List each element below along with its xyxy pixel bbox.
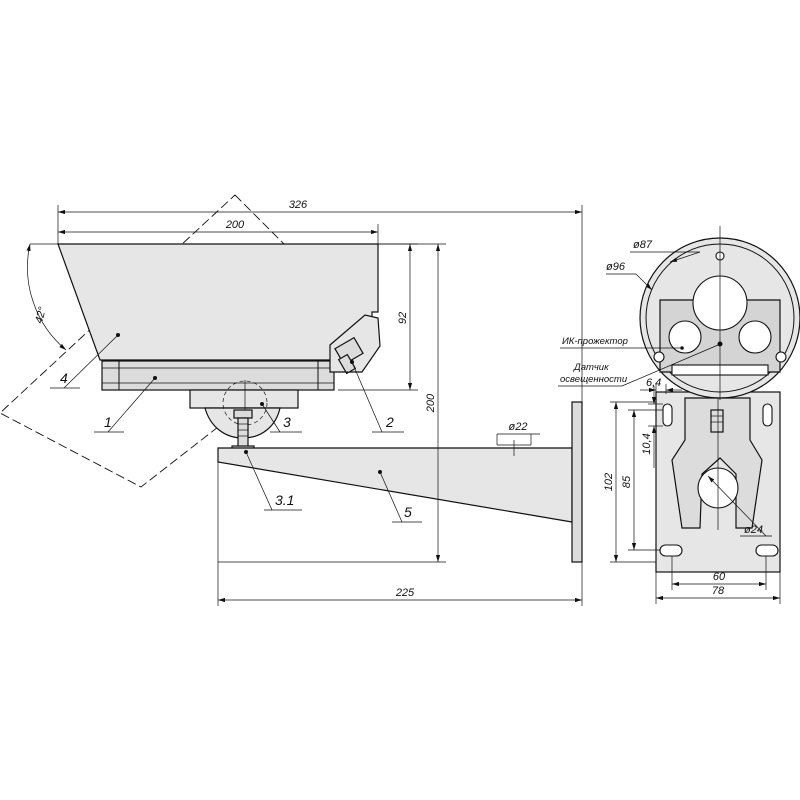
dim-label-102: 102: [603, 473, 615, 491]
dim-label-60: 60: [713, 571, 726, 583]
dim-label-78: 78: [712, 585, 725, 597]
cable-gland: [329, 314, 381, 375]
callout-2: 2: [350, 360, 404, 433]
dim-label-10-4: 10,4: [641, 433, 653, 454]
dim-label-200-total: 200: [425, 393, 437, 413]
dim-label-85: 85: [621, 475, 633, 488]
callout-label-3: 3: [283, 414, 291, 430]
sun-shield: [57, 243, 379, 361]
dim-label-24: ø24: [744, 524, 763, 536]
dim-hole-spacing-vertical: 85: [621, 409, 663, 551]
dim-label-96: ø96: [606, 261, 626, 273]
dim-label-6-4: 6,4: [646, 377, 661, 389]
callout-1: 1: [94, 376, 157, 433]
callout-label-1: 1: [104, 414, 112, 430]
callout-5: 5: [378, 470, 422, 523]
wall-bracket: [217, 401, 583, 563]
dim-label-200-housing: 200: [225, 219, 245, 231]
callout-3-1: 3.1: [244, 450, 302, 511]
callout-label-4: 4: [60, 370, 68, 386]
light-sensor-text-1: Датчик: [573, 362, 609, 373]
dim-housing-length: 200: [58, 219, 379, 244]
dim-bracket-length: 225: [217, 462, 583, 606]
dim-label-87: ø87: [633, 239, 653, 251]
callout-label-5: 5: [404, 504, 412, 520]
dim-plate-width: 78: [655, 572, 781, 604]
tilted-housing-outline: [0, 194, 359, 488]
dim-plate-height: 102: [603, 401, 656, 563]
dim-label-326: 326: [289, 199, 308, 211]
dim-housing-height: 92: [338, 243, 418, 391]
light-sensor-label: Датчик освещенности: [558, 344, 719, 387]
dim-bolt-spacing: 10,4: [641, 386, 663, 468]
dim-cable-hole: ø22: [496, 421, 540, 445]
dim-label-225: 225: [395, 587, 415, 599]
dim-bolt-offset: 6,4: [640, 377, 682, 394]
dim-hole-spacing-horizontal: 60: [671, 556, 767, 590]
front-bracket-yoke: [671, 380, 763, 530]
callout-4: 4: [50, 333, 120, 389]
front-housing: [639, 226, 800, 400]
dim-overall-length: 326: [57, 199, 583, 402]
dim-label-42: 42°: [33, 305, 49, 325]
callout-label-2: 2: [385, 414, 394, 430]
dim-label-92: 92: [397, 312, 409, 324]
ir-projector-text: ИК-прожектор: [562, 336, 628, 347]
dim-bracket-hole: ø24: [707, 475, 772, 537]
dim-label-22: ø22: [509, 421, 528, 433]
dim-total-height: 200: [218, 243, 446, 563]
dim-window-diameter: ø87: [630, 239, 701, 263]
dim-housing-diameter: ø96: [606, 261, 653, 291]
light-sensor-text-2: освещенности: [560, 374, 628, 385]
callout-3: 3: [260, 402, 302, 433]
housing-body: [101, 360, 335, 391]
dim-tilt-angle: 42°: [26, 243, 67, 351]
ir-projector-label: ИК-прожектор: [560, 336, 684, 350]
callout-label-3-1: 3.1: [275, 492, 294, 508]
